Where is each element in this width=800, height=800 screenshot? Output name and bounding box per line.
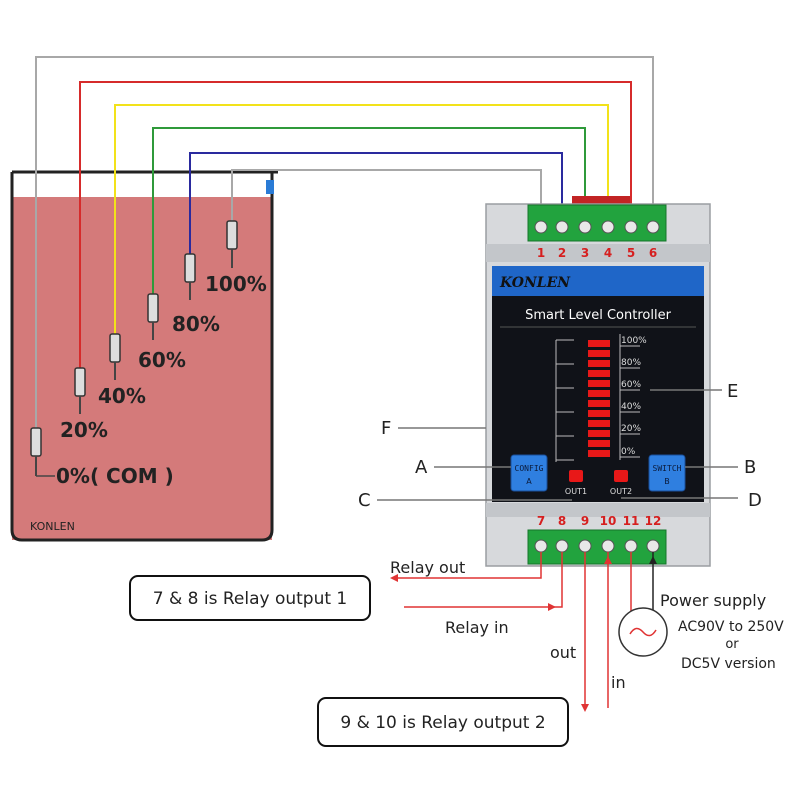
scale-40: 40%: [621, 402, 641, 412]
level-label-60: 60%: [138, 348, 186, 372]
switch-button-label: SWITCH: [653, 464, 682, 473]
water-body: [12, 197, 272, 540]
bottom-terminal-block: [527, 529, 667, 565]
power-line-2: AC90V to 250V: [678, 619, 784, 635]
level-labels: 0%( COM ) 20% 40% 60% 80% 100%: [56, 272, 267, 488]
out1-label: OUT1: [565, 487, 587, 496]
config-button-label: CONFIG: [515, 464, 544, 473]
probe-80: [184, 253, 196, 300]
probe-100: [226, 220, 238, 268]
din-latch: [572, 196, 630, 206]
level-label-20: 20%: [60, 418, 108, 442]
switch-button[interactable]: SWITCH B: [648, 454, 686, 492]
wire-green: [152, 127, 586, 298]
wire-red: [79, 81, 632, 372]
controller: 1 2 3 4 5 6 KONLEN Smart Level Controlle…: [485, 196, 711, 567]
out2-label: OUT2: [610, 487, 632, 496]
level-label-0: 0%( COM ): [56, 464, 174, 488]
probe-20: [74, 367, 86, 414]
probe-40: [109, 333, 121, 380]
level-label-80: 80%: [172, 312, 220, 336]
panel-brand: KONLEN: [499, 275, 571, 291]
wire-gray-outer: [35, 56, 654, 430]
wire-yellow: [114, 104, 609, 340]
terminal-6: 6: [649, 246, 657, 260]
terminal-11: 11: [623, 514, 640, 528]
wire-gray-inner: [231, 169, 542, 225]
in-label: in: [611, 673, 626, 692]
relay-in-label: Relay in: [445, 618, 509, 637]
tank-lid-marker: [266, 180, 274, 194]
level-ladder: [555, 339, 574, 462]
power-arrow: [649, 556, 657, 564]
callout-letters: F A B C D E: [358, 381, 762, 511]
callouts: [377, 389, 738, 501]
terminal-3: 3: [581, 246, 589, 260]
switch-button-letter: B: [664, 477, 670, 486]
terminal-2: 2: [558, 246, 566, 260]
callout-a: A: [415, 457, 428, 478]
power-line-1: Power supply: [660, 591, 766, 610]
sensor-wires: [35, 56, 654, 430]
scale-80: 80%: [621, 358, 641, 368]
relay-labels: Relay out Relay in out in: [390, 558, 626, 692]
wire-relay-in: [404, 552, 563, 608]
out2-led: OUT2: [610, 470, 632, 496]
config-button-letter: A: [526, 477, 532, 486]
wire-relay-out: [392, 552, 542, 579]
terminal-12: 12: [645, 514, 662, 528]
terminal-7: 7: [537, 514, 545, 528]
power-line-4: DC5V version: [681, 656, 776, 672]
terminal-9: 9: [581, 514, 589, 528]
terminal-8: 8: [558, 514, 566, 528]
out-label: out: [550, 643, 576, 662]
scale-0: 0%: [621, 447, 636, 457]
callout-b: B: [744, 457, 756, 478]
power-line-3: or: [725, 637, 739, 652]
water-tank: KONLEN: [10, 170, 278, 542]
led-bar-graph: [588, 340, 610, 457]
terminal-5: 5: [627, 246, 635, 260]
probe-0: [30, 427, 55, 477]
terminal-4: 4: [604, 246, 612, 260]
terminal-10: 10: [600, 514, 617, 528]
scale-60: 60%: [621, 380, 641, 390]
callout-e: E: [727, 381, 738, 402]
relay-output-1-box: 7 & 8 is Relay output 1: [129, 575, 371, 621]
terminal-1: 1: [537, 246, 545, 260]
relay-output-1-text: 7 & 8 is Relay output 1: [153, 589, 348, 609]
callout-d: D: [748, 490, 762, 511]
level-label-40: 40%: [98, 384, 146, 408]
out1-led: OUT1: [565, 470, 587, 496]
scale-20: 20%: [621, 424, 641, 434]
top-screws: [534, 220, 660, 234]
ac-source-icon: [618, 607, 668, 657]
tank-brand: KONLEN: [30, 520, 75, 533]
panel-scale: [619, 334, 640, 460]
panel-title: Smart Level Controller: [525, 308, 672, 323]
wire-blue: [189, 152, 563, 258]
top-terminal-block: [527, 204, 667, 242]
level-label-100: 100%: [205, 272, 267, 296]
relay-output-2-text: 9 & 10 is Relay output 2: [340, 713, 545, 733]
callout-f: F: [381, 418, 391, 439]
callout-c: C: [358, 490, 371, 511]
power-labels: Power supply AC90V to 250V or DC5V versi…: [660, 591, 784, 672]
brand-strip: [492, 266, 704, 296]
tank-outline: [10, 172, 274, 542]
scale-100: 100%: [621, 336, 647, 346]
relay-arrows: [390, 556, 612, 712]
relay-output-2-box: 9 & 10 is Relay output 2: [317, 697, 569, 747]
relay-wires: [392, 552, 632, 708]
relay-out-label: Relay out: [390, 558, 465, 577]
panel-scale-labels: 100% 80% 60% 40% 20% 0%: [621, 336, 647, 457]
top-terminal-numbers: 1 2 3 4 5 6: [537, 246, 657, 260]
level-probes: [30, 220, 238, 477]
bottom-terminal-numbers: 7 8 9 10 11 12: [537, 514, 662, 528]
config-button[interactable]: CONFIG A: [510, 454, 548, 492]
probe-60: [147, 293, 159, 340]
